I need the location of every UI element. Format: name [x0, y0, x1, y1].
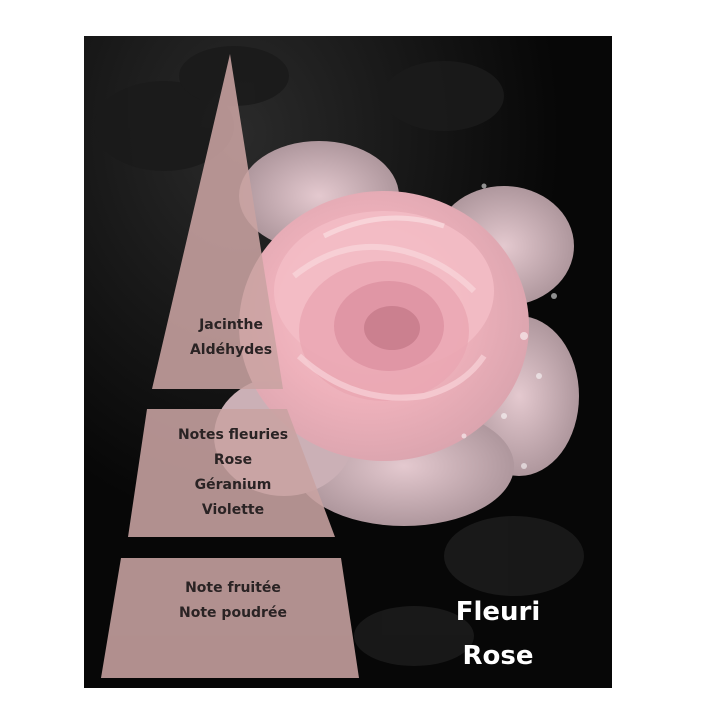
base-notes-list: Note fruitée Note poudrée	[158, 576, 308, 626]
rose-bloom	[239, 191, 529, 461]
note-item: Note fruitée	[185, 580, 281, 596]
note-item: Violette	[201, 502, 265, 518]
note-item: Rose	[213, 452, 253, 468]
family-line-1: Fleuri	[455, 597, 541, 627]
rose-illustration	[84, 36, 612, 688]
family-line-2: Rose	[462, 641, 534, 671]
fragrance-family-label: Fleuri Rose	[438, 590, 558, 678]
note-item: Aldéhydes	[189, 342, 273, 358]
note-item: Jacinthe	[199, 317, 263, 333]
background-leaves	[94, 46, 584, 666]
pyramid-heart-tier	[128, 409, 335, 537]
heart-notes-list: Notes fleuries Rose Géranium Violette	[158, 423, 308, 523]
water-droplets	[461, 183, 557, 469]
note-item: Notes fleuries	[177, 427, 289, 443]
pyramid-base-tier	[101, 558, 359, 678]
olfactory-pyramid	[101, 54, 359, 678]
top-notes-list: Jacinthe Aldéhydes	[170, 313, 292, 363]
pyramid-top-tier	[152, 54, 283, 389]
note-item: Note poudrée	[179, 605, 287, 621]
note-item: Géranium	[194, 477, 272, 493]
rose-photo-background	[84, 36, 612, 688]
